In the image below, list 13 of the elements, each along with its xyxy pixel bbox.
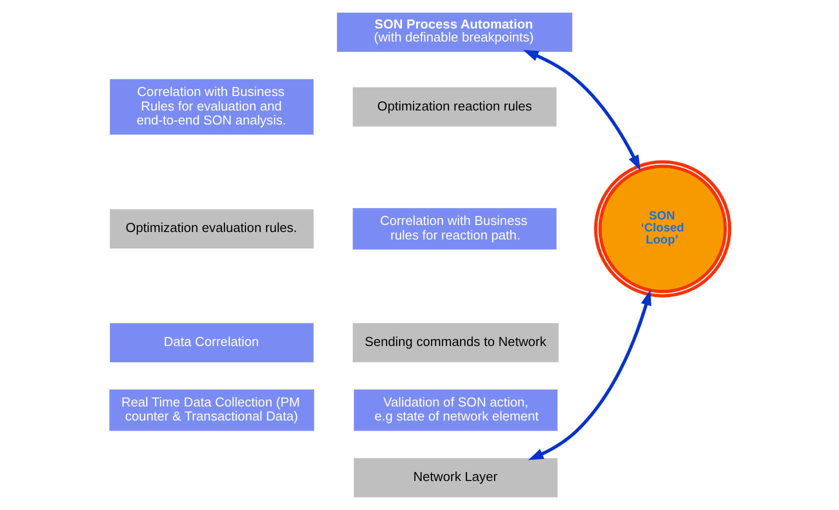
node-box: Optimization reaction rules bbox=[352, 87, 556, 126]
node-box: Validation of SON action, e.g state of network element bbox=[354, 390, 558, 431]
node-box: Correlation with Business Rules for evaluation and end-to-end SON analysis. bbox=[110, 79, 314, 135]
arrow bbox=[528, 290, 652, 460]
node-box: Optimization evaluation rules. bbox=[110, 209, 314, 248]
node-box: Sending commands to Network bbox=[352, 323, 559, 362]
node-circle: SON ‘Closed Loop’ bbox=[594, 160, 732, 298]
arrow bbox=[523, 50, 640, 170]
node-box: SON Process Automation (with definable breakpoints) bbox=[337, 12, 572, 52]
node-box: Data Correlation bbox=[110, 323, 314, 362]
node-box: Network Layer bbox=[354, 458, 558, 498]
node-box: Correlation with Business rules for reaction path. bbox=[352, 208, 556, 250]
node-box: Real Time Data Collection (PM counter & Transactional Data) bbox=[109, 390, 314, 431]
